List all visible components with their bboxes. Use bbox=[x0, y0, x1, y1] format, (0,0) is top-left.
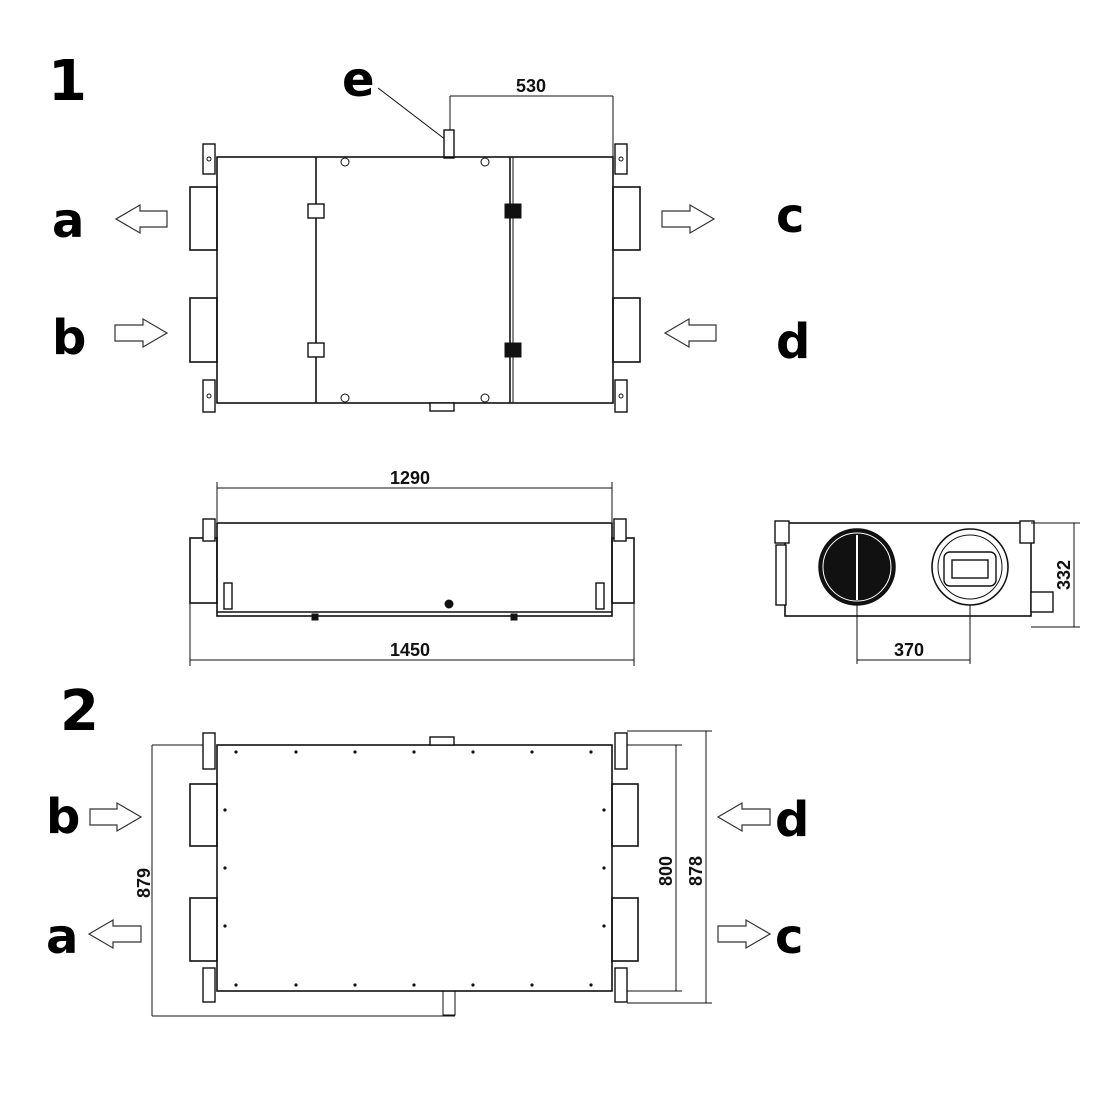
dim-label-878: 878 bbox=[686, 856, 706, 886]
mounting-bracket bbox=[614, 379, 628, 413]
port-label-b-2: b bbox=[46, 789, 80, 845]
mounting-bracket bbox=[202, 967, 216, 1003]
side-duct-left bbox=[189, 537, 218, 604]
view-number-1: 1 bbox=[48, 49, 87, 114]
duct-collar-c-2 bbox=[611, 897, 639, 962]
dim-label-1450: 1450 bbox=[390, 640, 430, 660]
port-label-e: e bbox=[342, 52, 375, 108]
dim-label-530: 530 bbox=[516, 76, 546, 96]
airflow-arrow-right-icon bbox=[717, 918, 772, 950]
port-label-d: d bbox=[776, 314, 810, 370]
drain-outlet bbox=[444, 599, 454, 609]
airflow-arrow-right-icon bbox=[661, 203, 716, 235]
drain-pipe-bottom bbox=[442, 990, 456, 1016]
port-label-c-2: c bbox=[775, 909, 803, 965]
airflow-arrow-left-icon bbox=[716, 801, 771, 833]
port-label-a: a bbox=[52, 193, 84, 249]
port-label-b: b bbox=[52, 310, 86, 366]
airflow-arrow-right-icon bbox=[89, 801, 143, 833]
duct-collar-d bbox=[612, 297, 641, 363]
duct-collar-c bbox=[612, 186, 641, 251]
airflow-arrow-left-icon bbox=[87, 918, 142, 950]
mounting-bracket bbox=[202, 379, 216, 413]
port-label-c: c bbox=[776, 188, 804, 244]
duct-collar-b-2 bbox=[189, 783, 218, 847]
side-duct-right bbox=[611, 537, 635, 604]
leader-line-e bbox=[377, 87, 447, 141]
port-label-d-2: d bbox=[775, 792, 809, 848]
side-elevation-view: 1290 1450 bbox=[189, 468, 635, 666]
drain-pipe-e bbox=[443, 129, 455, 159]
end-side-bracket bbox=[775, 544, 787, 606]
duct-collar-a-2 bbox=[189, 897, 218, 962]
mounting-bracket bbox=[614, 967, 628, 1003]
port-label-a-2: a bbox=[46, 909, 78, 965]
end-drain-stub bbox=[1030, 591, 1054, 613]
side-bracket bbox=[223, 582, 233, 610]
mounting-bracket bbox=[614, 143, 628, 175]
airflow-arrow-left-icon bbox=[663, 317, 717, 349]
mounting-bracket bbox=[202, 143, 216, 175]
mounting-bracket bbox=[614, 732, 628, 770]
dim-label-800: 800 bbox=[656, 856, 676, 886]
unit-body-top bbox=[216, 156, 614, 404]
duct-collar-b bbox=[189, 297, 218, 363]
hinge bbox=[307, 342, 325, 358]
electrical-connector-2 bbox=[429, 736, 455, 746]
view-2-bottom-view: 2 879 800 bbox=[46, 679, 809, 1017]
electrical-connector bbox=[429, 402, 455, 412]
unit-body-bottom bbox=[216, 744, 613, 992]
latch bbox=[504, 342, 522, 358]
hinge bbox=[307, 203, 325, 219]
dim-label-332: 332 bbox=[1054, 560, 1074, 590]
unit-body-side bbox=[216, 522, 613, 617]
duct-collar-d-2 bbox=[611, 783, 639, 847]
duct-collar-a bbox=[189, 186, 218, 251]
airflow-arrow-right-icon bbox=[114, 317, 169, 349]
dim-label-1290: 1290 bbox=[390, 468, 430, 488]
end-elevation-view: 370 332 bbox=[774, 520, 1080, 664]
latch bbox=[504, 203, 522, 219]
view-1-top-view: 1 e 530 bbox=[48, 49, 810, 413]
dim-label-879: 879 bbox=[134, 868, 154, 898]
view-number-2: 2 bbox=[60, 679, 99, 744]
airflow-arrow-left-icon bbox=[114, 203, 168, 235]
dim-label-370: 370 bbox=[894, 640, 924, 660]
mounting-bracket bbox=[202, 732, 216, 770]
side-bracket bbox=[595, 582, 605, 610]
